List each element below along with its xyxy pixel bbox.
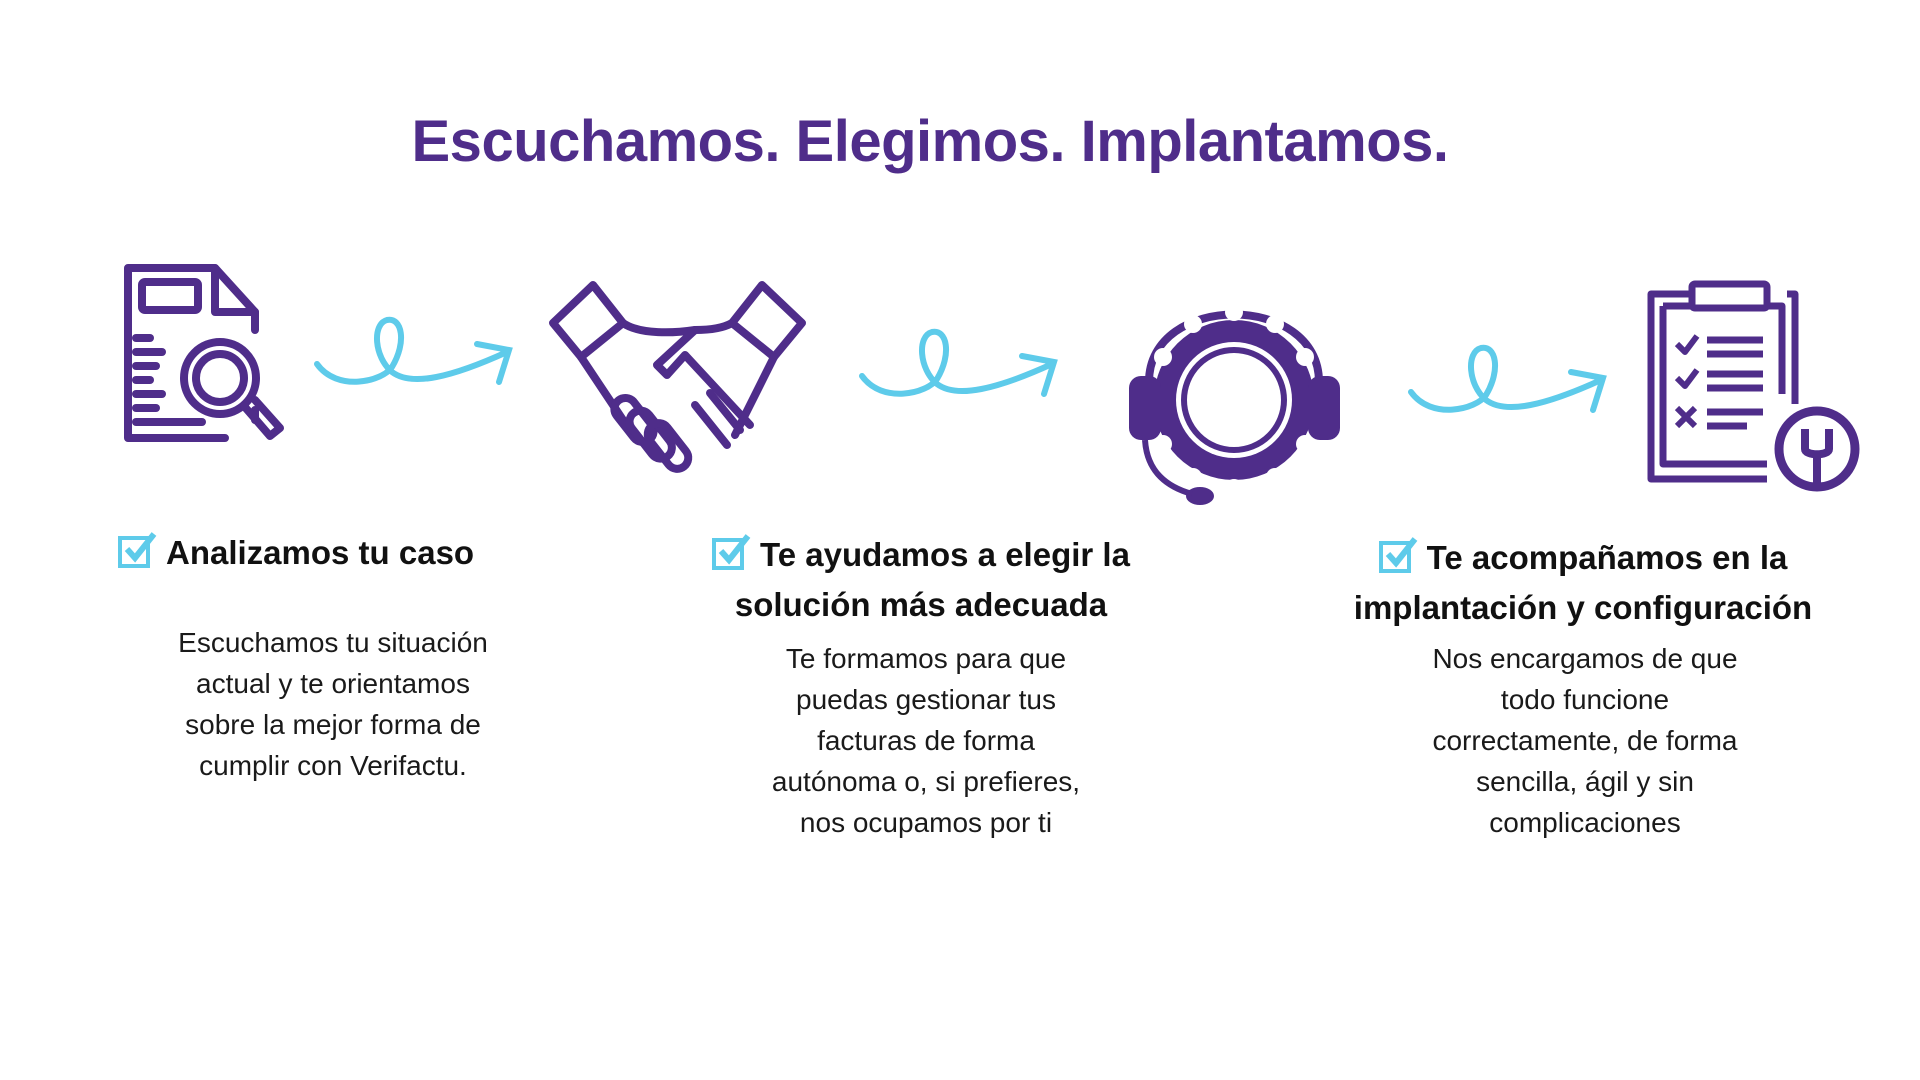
description-line: puedas gestionar tus <box>796 684 1056 715</box>
step-3-heading-line: Te acompañamos en la <box>1426 539 1788 576</box>
document-search-icon <box>124 264 284 442</box>
step-1-heading: Analizamos tu caso <box>118 528 474 578</box>
description-line: complicaciones <box>1489 807 1681 838</box>
description-line: sobre la mejor forma de <box>185 709 481 740</box>
checkbox-check-icon <box>118 532 157 568</box>
description-line: Escuchamos tu situación <box>178 627 488 658</box>
clipboard-wrench-icon <box>1647 280 1860 492</box>
page-title: Escuchamos. Elegimos. Implantamos. <box>411 109 1450 174</box>
description-line: correctamente, de forma <box>1432 725 1738 756</box>
description-line: actual y te orientamos <box>196 668 470 699</box>
curly-arrow-icon <box>1408 344 1607 413</box>
description-line: nos ocupamos por ti <box>799 807 1053 838</box>
curly-arrow-icon <box>314 316 513 385</box>
description-line: autónoma o, si prefieres, <box>771 766 1081 797</box>
headset-gear-icon <box>1129 303 1340 505</box>
step-2-heading-line: Te ayudamos a elegir la <box>760 536 1130 573</box>
checkbox-check-icon <box>712 534 751 570</box>
step-1-heading-text: Analizamos tu caso <box>166 534 475 571</box>
description-line: sencilla, ágil y sin <box>1476 766 1694 797</box>
step-2-heading: Te ayudamos a elegir la solución más ade… <box>621 530 1221 630</box>
description-line: Nos encargamos de que <box>1432 643 1738 674</box>
step-3-heading: Te acompañamos en la implantación y conf… <box>1283 533 1883 633</box>
description-line: todo funcione <box>1500 684 1670 715</box>
step-2-heading-line: solución más adecuada <box>734 586 1108 623</box>
step-3-heading-line: implantación y configuración <box>1353 589 1813 626</box>
step-2-description: Te formamos para que puedas gestionar tu… <box>726 638 1126 843</box>
curly-arrow-icon <box>859 328 1058 397</box>
checkbox-check-icon <box>1378 537 1418 573</box>
description-line: Te formamos para que <box>785 643 1067 674</box>
step-1-description: Escuchamos tu situación actual y te orie… <box>133 622 533 786</box>
description-line: facturas de forma <box>817 725 1035 756</box>
step-3-description: Nos encargamos de que todo funcione corr… <box>1385 638 1785 843</box>
description-line: cumplir con Verifactu. <box>199 750 467 781</box>
handshake-icon <box>549 281 806 473</box>
